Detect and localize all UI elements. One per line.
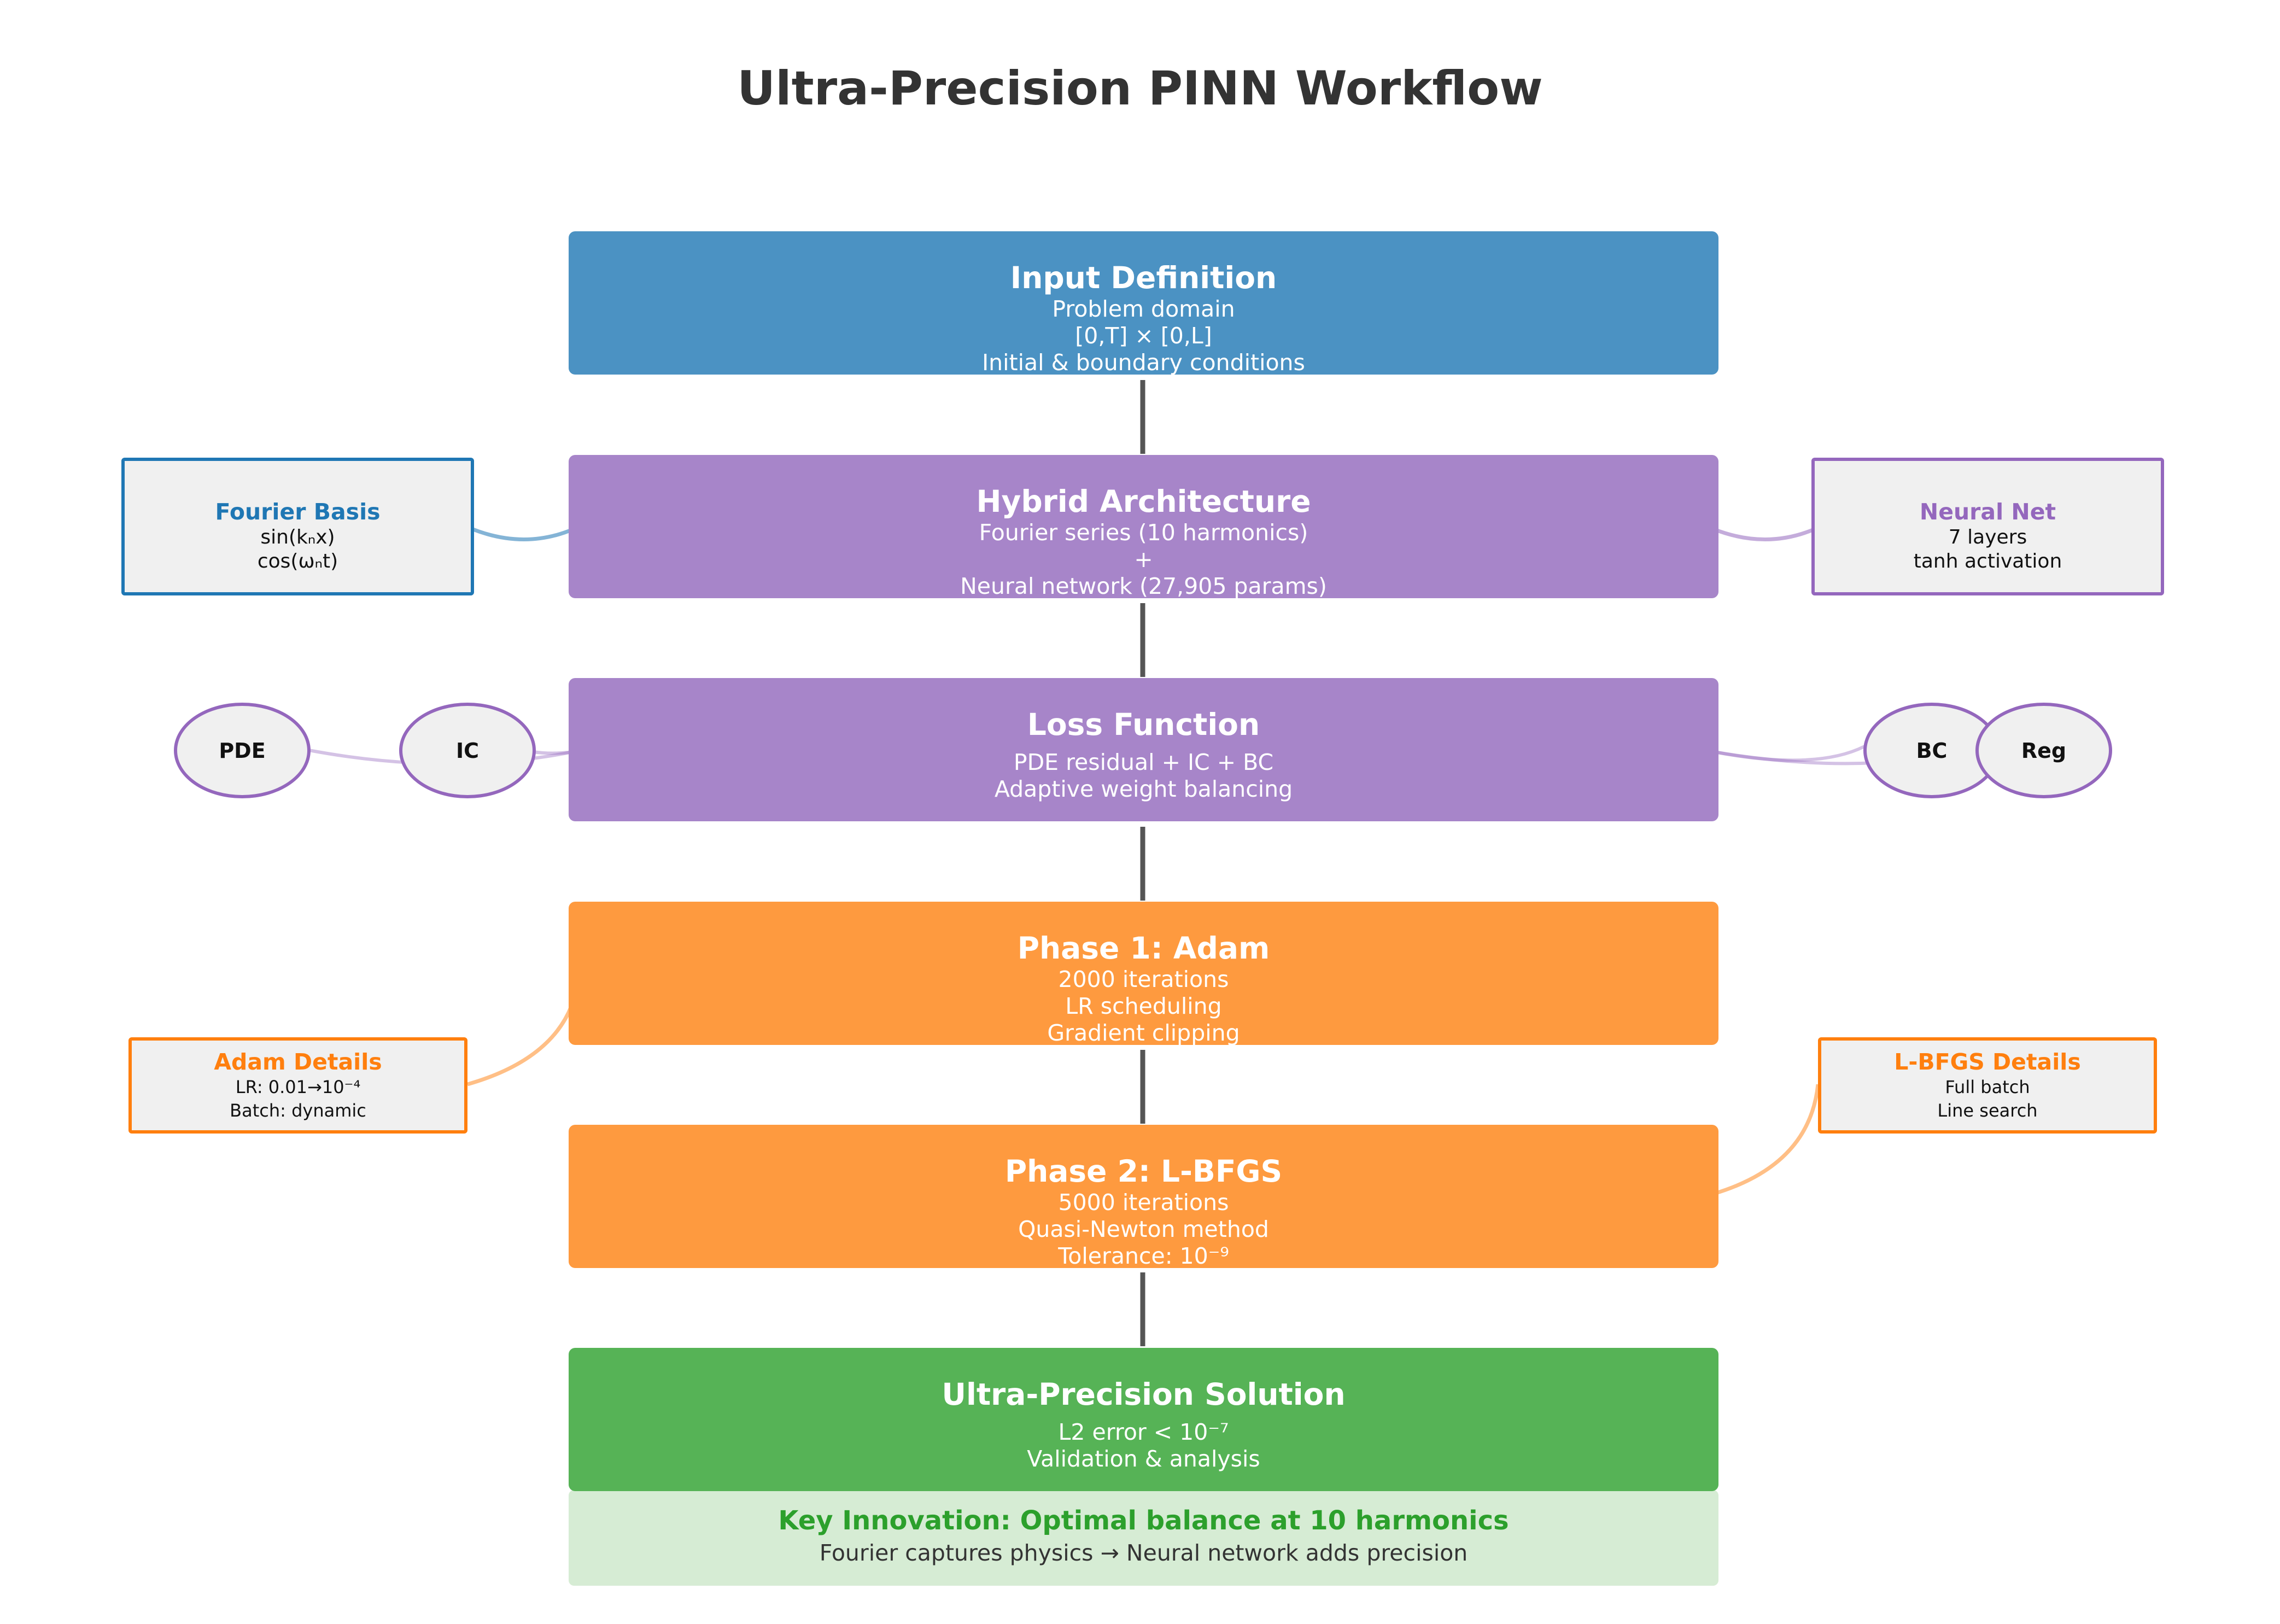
neural-net-line: 7 layers bbox=[1948, 526, 2027, 548]
lbfgs-details-line: Full batch bbox=[1945, 1077, 2030, 1097]
connector-fourier bbox=[472, 527, 574, 541]
diagram-title: Ultra-Precision PINN Workflow bbox=[737, 61, 1543, 116]
stage-phase2-lbfgs: Phase 2: L-BFGS 5000 iterations Quasi-Ne… bbox=[569, 1125, 1718, 1269]
stage-line: Validation & analysis bbox=[1027, 1446, 1260, 1472]
stage-input-definition: Input Definition Problem domain [0,T] × … bbox=[569, 231, 1718, 376]
key-innovation-title: Key Innovation: Optimal balance at 10 ha… bbox=[778, 1505, 1509, 1536]
stage-title: Hybrid Architecture bbox=[976, 484, 1311, 519]
stage-phase1-adam: Phase 1: Adam 2000 iterations LR schedul… bbox=[569, 902, 1718, 1046]
stage-line: LR scheduling bbox=[1065, 993, 1222, 1019]
loss-term-bc: BC bbox=[1863, 703, 2000, 798]
stage-line: 2000 iterations bbox=[1058, 966, 1229, 992]
stage-line: Initial & boundary conditions bbox=[982, 349, 1305, 376]
adam-details-line: Batch: dynamic bbox=[230, 1100, 366, 1121]
fourier-basis-line: sin(kₙx) bbox=[260, 526, 335, 548]
stage-line: [0,T] × [0,L] bbox=[1075, 323, 1212, 349]
lbfgs-details-title: L-BFGS Details bbox=[1894, 1049, 2081, 1075]
key-innovation-panel: Key Innovation: Optimal balance at 10 ha… bbox=[569, 1490, 1718, 1586]
connector-adam bbox=[467, 978, 581, 1086]
key-innovation-subtitle: Fourier captures physics → Neural networ… bbox=[819, 1540, 1468, 1566]
stage-title: Loss Function bbox=[1027, 707, 1260, 742]
lbfgs-details-line: Line search bbox=[1937, 1100, 2038, 1121]
adam-details-box: Adam Details LR: 0.01→10⁻⁴ Batch: dynami… bbox=[128, 1037, 467, 1134]
stage-line: Fourier series (10 harmonics) bbox=[979, 519, 1308, 546]
fourier-basis-title: Fourier Basis bbox=[215, 499, 381, 525]
adam-details-title: Adam Details bbox=[214, 1049, 382, 1075]
loss-term-reg: Reg bbox=[1975, 703, 2112, 798]
stage-line: + bbox=[1134, 546, 1153, 573]
connector-lbfgs bbox=[1713, 1084, 1820, 1196]
stage-title: Phase 1: Adam bbox=[1017, 931, 1270, 966]
stage-line: Quasi-Newton method bbox=[1018, 1216, 1269, 1242]
fourier-basis-box: Fourier Basis sin(kₙx) cos(ωₙt) bbox=[121, 458, 474, 595]
stage-line: Neural network (27,905 params) bbox=[960, 573, 1327, 599]
stage-title: Input Definition bbox=[1010, 260, 1277, 295]
neural-net-line: tanh activation bbox=[1913, 550, 2062, 573]
fourier-basis-line: cos(ωₙt) bbox=[257, 550, 338, 573]
stage-line: Problem domain bbox=[1052, 296, 1235, 322]
stage-line: L2 error < 10⁻⁷ bbox=[1058, 1419, 1229, 1445]
connector-neural bbox=[1713, 527, 1815, 541]
stage-line: Tolerance: 10⁻⁹ bbox=[1058, 1243, 1229, 1269]
adam-details-line: LR: 0.01→10⁻⁴ bbox=[235, 1077, 361, 1097]
connector-ic bbox=[533, 750, 574, 755]
stage-line: Adaptive weight balancing bbox=[994, 776, 1293, 802]
neural-net-title: Neural Net bbox=[1919, 499, 2056, 525]
stage-title: Phase 2: L-BFGS bbox=[1004, 1154, 1283, 1189]
neural-net-box: Neural Net 7 layers tanh activation bbox=[1811, 458, 2164, 595]
stage-line: Gradient clipping bbox=[1047, 1020, 1240, 1046]
stage-line: PDE residual + IC + BC bbox=[1013, 749, 1274, 775]
stage-ultra-precision-solution: Ultra-Precision Solution L2 error < 10⁻⁷… bbox=[569, 1348, 1718, 1491]
stage-line: 5000 iterations bbox=[1058, 1189, 1229, 1216]
stage-title: Ultra-Precision Solution bbox=[942, 1377, 1346, 1412]
loss-term-pde: PDE bbox=[174, 703, 311, 798]
lbfgs-details-box: L-BFGS Details Full batch Line search bbox=[1818, 1037, 2157, 1134]
stage-loss-function: Loss Function PDE residual + IC + BC Ada… bbox=[569, 678, 1718, 821]
stage-hybrid-architecture: Hybrid Architecture Fourier series (10 h… bbox=[569, 455, 1718, 599]
connector-bc bbox=[1714, 745, 1866, 762]
loss-term-ic: IC bbox=[399, 703, 536, 798]
